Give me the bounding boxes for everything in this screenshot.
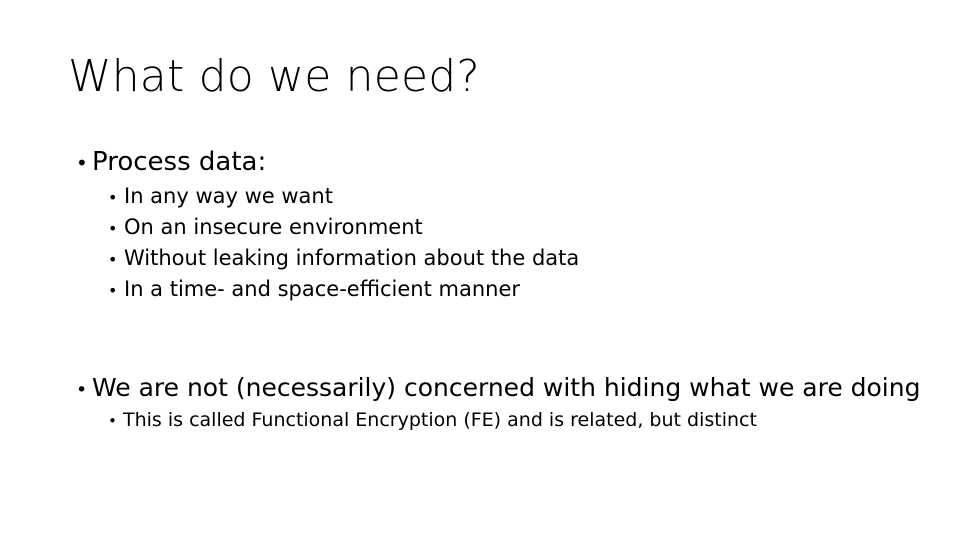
bullet-point-icon: • (76, 379, 88, 401)
bullet-point-icon: • (108, 412, 117, 430)
bullet-item-label: This is called Functional Encryption (FE… (123, 409, 757, 431)
bullet-point-icon: • (76, 151, 88, 175)
bullet-point-icon: • (108, 219, 118, 238)
bullet-item-label: Process data: (92, 147, 267, 177)
bullet-point-icon: • (108, 188, 118, 207)
bullet-item-label: Without leaking information about the da… (124, 246, 580, 270)
page-title: What do we need? (68, 51, 480, 102)
bullet-item-in-any-way-we-want: • In any way we want (108, 184, 333, 208)
bullet-point-icon: • (108, 281, 118, 300)
bullet-item-process-data: •Process data: (76, 147, 267, 178)
bullet-item-time-and-space-efficient: • In a time- and space-efficient manner (108, 277, 520, 301)
bullet-item-not-necessarily-concerned: •We are not (necessarily) concerned with… (76, 373, 921, 403)
bullet-item-label: In any way we want (124, 184, 333, 208)
bullet-item-on-an-insecure-environment: • On an insecure environment (108, 215, 423, 239)
bullet-point-icon: • (108, 250, 118, 269)
bullet-item-without-leaking-information: • Without leaking information about the d… (108, 246, 579, 270)
bullet-item-label: In a time- and space-efficient manner (124, 277, 521, 301)
bullet-item-label: On an insecure environment (124, 215, 423, 239)
bullet-item-label: We are not (necessarily) concerned with … (92, 373, 921, 402)
bullet-item-functional-encryption: • This is called Functional Encryption (F… (108, 409, 757, 432)
